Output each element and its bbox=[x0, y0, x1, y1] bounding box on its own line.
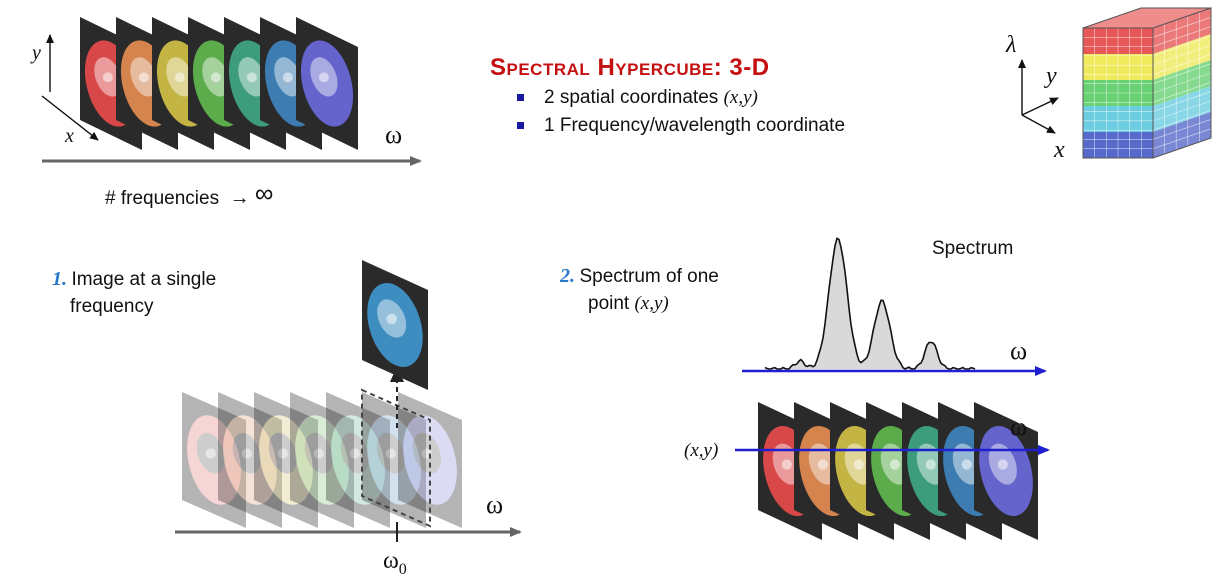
faded-frame bbox=[218, 392, 282, 528]
cube-lambda-label: λ bbox=[1006, 32, 1017, 58]
stack-right-frame bbox=[974, 402, 1038, 540]
x-axis-arrow bbox=[41, 95, 99, 141]
cube-x-axis-arrow bbox=[1021, 114, 1056, 134]
extracted-frame-image bbox=[362, 260, 428, 390]
hypercube-cube bbox=[1082, 7, 1212, 159]
extracted-frame bbox=[362, 260, 428, 390]
image-omega-label: ω bbox=[486, 490, 504, 519]
page-title: Spectral Hypercube: 3-D bbox=[490, 54, 770, 81]
cube-edges bbox=[1082, 7, 1212, 159]
frame-stack-faded bbox=[182, 388, 462, 528]
bullet-item-frequency: 1 Frequency/wavelength coordinate bbox=[517, 112, 845, 140]
stack-omega-label: ω bbox=[385, 120, 403, 149]
stack-y-label: y bbox=[32, 42, 41, 64]
cube-y-label: y bbox=[1046, 63, 1057, 89]
stack-top-frame bbox=[296, 17, 358, 150]
spectrum-plot bbox=[764, 237, 976, 370]
step-one-caption-line2: frequency bbox=[70, 296, 154, 317]
bullet-list: 2 spatial coordinates (x,y) 1 Frequency/… bbox=[517, 84, 845, 140]
spectrum-curve bbox=[764, 237, 976, 370]
cube-side-band bbox=[1153, 112, 1211, 158]
bullet-square-icon bbox=[517, 94, 524, 101]
step-two-caption-line2: point (x,y) bbox=[588, 293, 669, 314]
frequencies-caption: # frequencies → ∞ bbox=[105, 178, 274, 209]
faded-frame bbox=[362, 392, 426, 528]
selected-frame-outline bbox=[361, 388, 431, 528]
cube-x-label: x bbox=[1054, 137, 1065, 163]
bullet-square-icon bbox=[517, 122, 524, 129]
omega-zero-label: ω0 bbox=[383, 548, 407, 578]
cube-side-band bbox=[1153, 86, 1211, 132]
step-two-caption: 2. Spectrum of one bbox=[560, 265, 719, 287]
faded-frame bbox=[290, 392, 354, 528]
stack-x-label: x bbox=[65, 125, 74, 147]
cube-side-band bbox=[1153, 8, 1211, 54]
cube-y-axis-arrow bbox=[1021, 97, 1059, 116]
faded-frame bbox=[254, 392, 318, 528]
frame-stack-top bbox=[80, 17, 358, 150]
point-label: (x,y) bbox=[684, 440, 719, 461]
spectrum-omega-label: ω bbox=[1010, 336, 1028, 365]
faded-frame bbox=[182, 392, 246, 528]
stack-right-omega-label: ω bbox=[1010, 412, 1028, 441]
bullet-item-spatial: 2 spatial coordinates (x,y) bbox=[517, 84, 845, 112]
frame-stack-bottom-right bbox=[758, 402, 1038, 540]
step-one-caption: 1. Image at a single bbox=[52, 268, 217, 290]
cube-top-face bbox=[1083, 8, 1211, 28]
cube-side-band bbox=[1153, 34, 1211, 80]
spectrum-title: Spectrum bbox=[932, 238, 1014, 259]
faded-frame bbox=[398, 392, 462, 528]
